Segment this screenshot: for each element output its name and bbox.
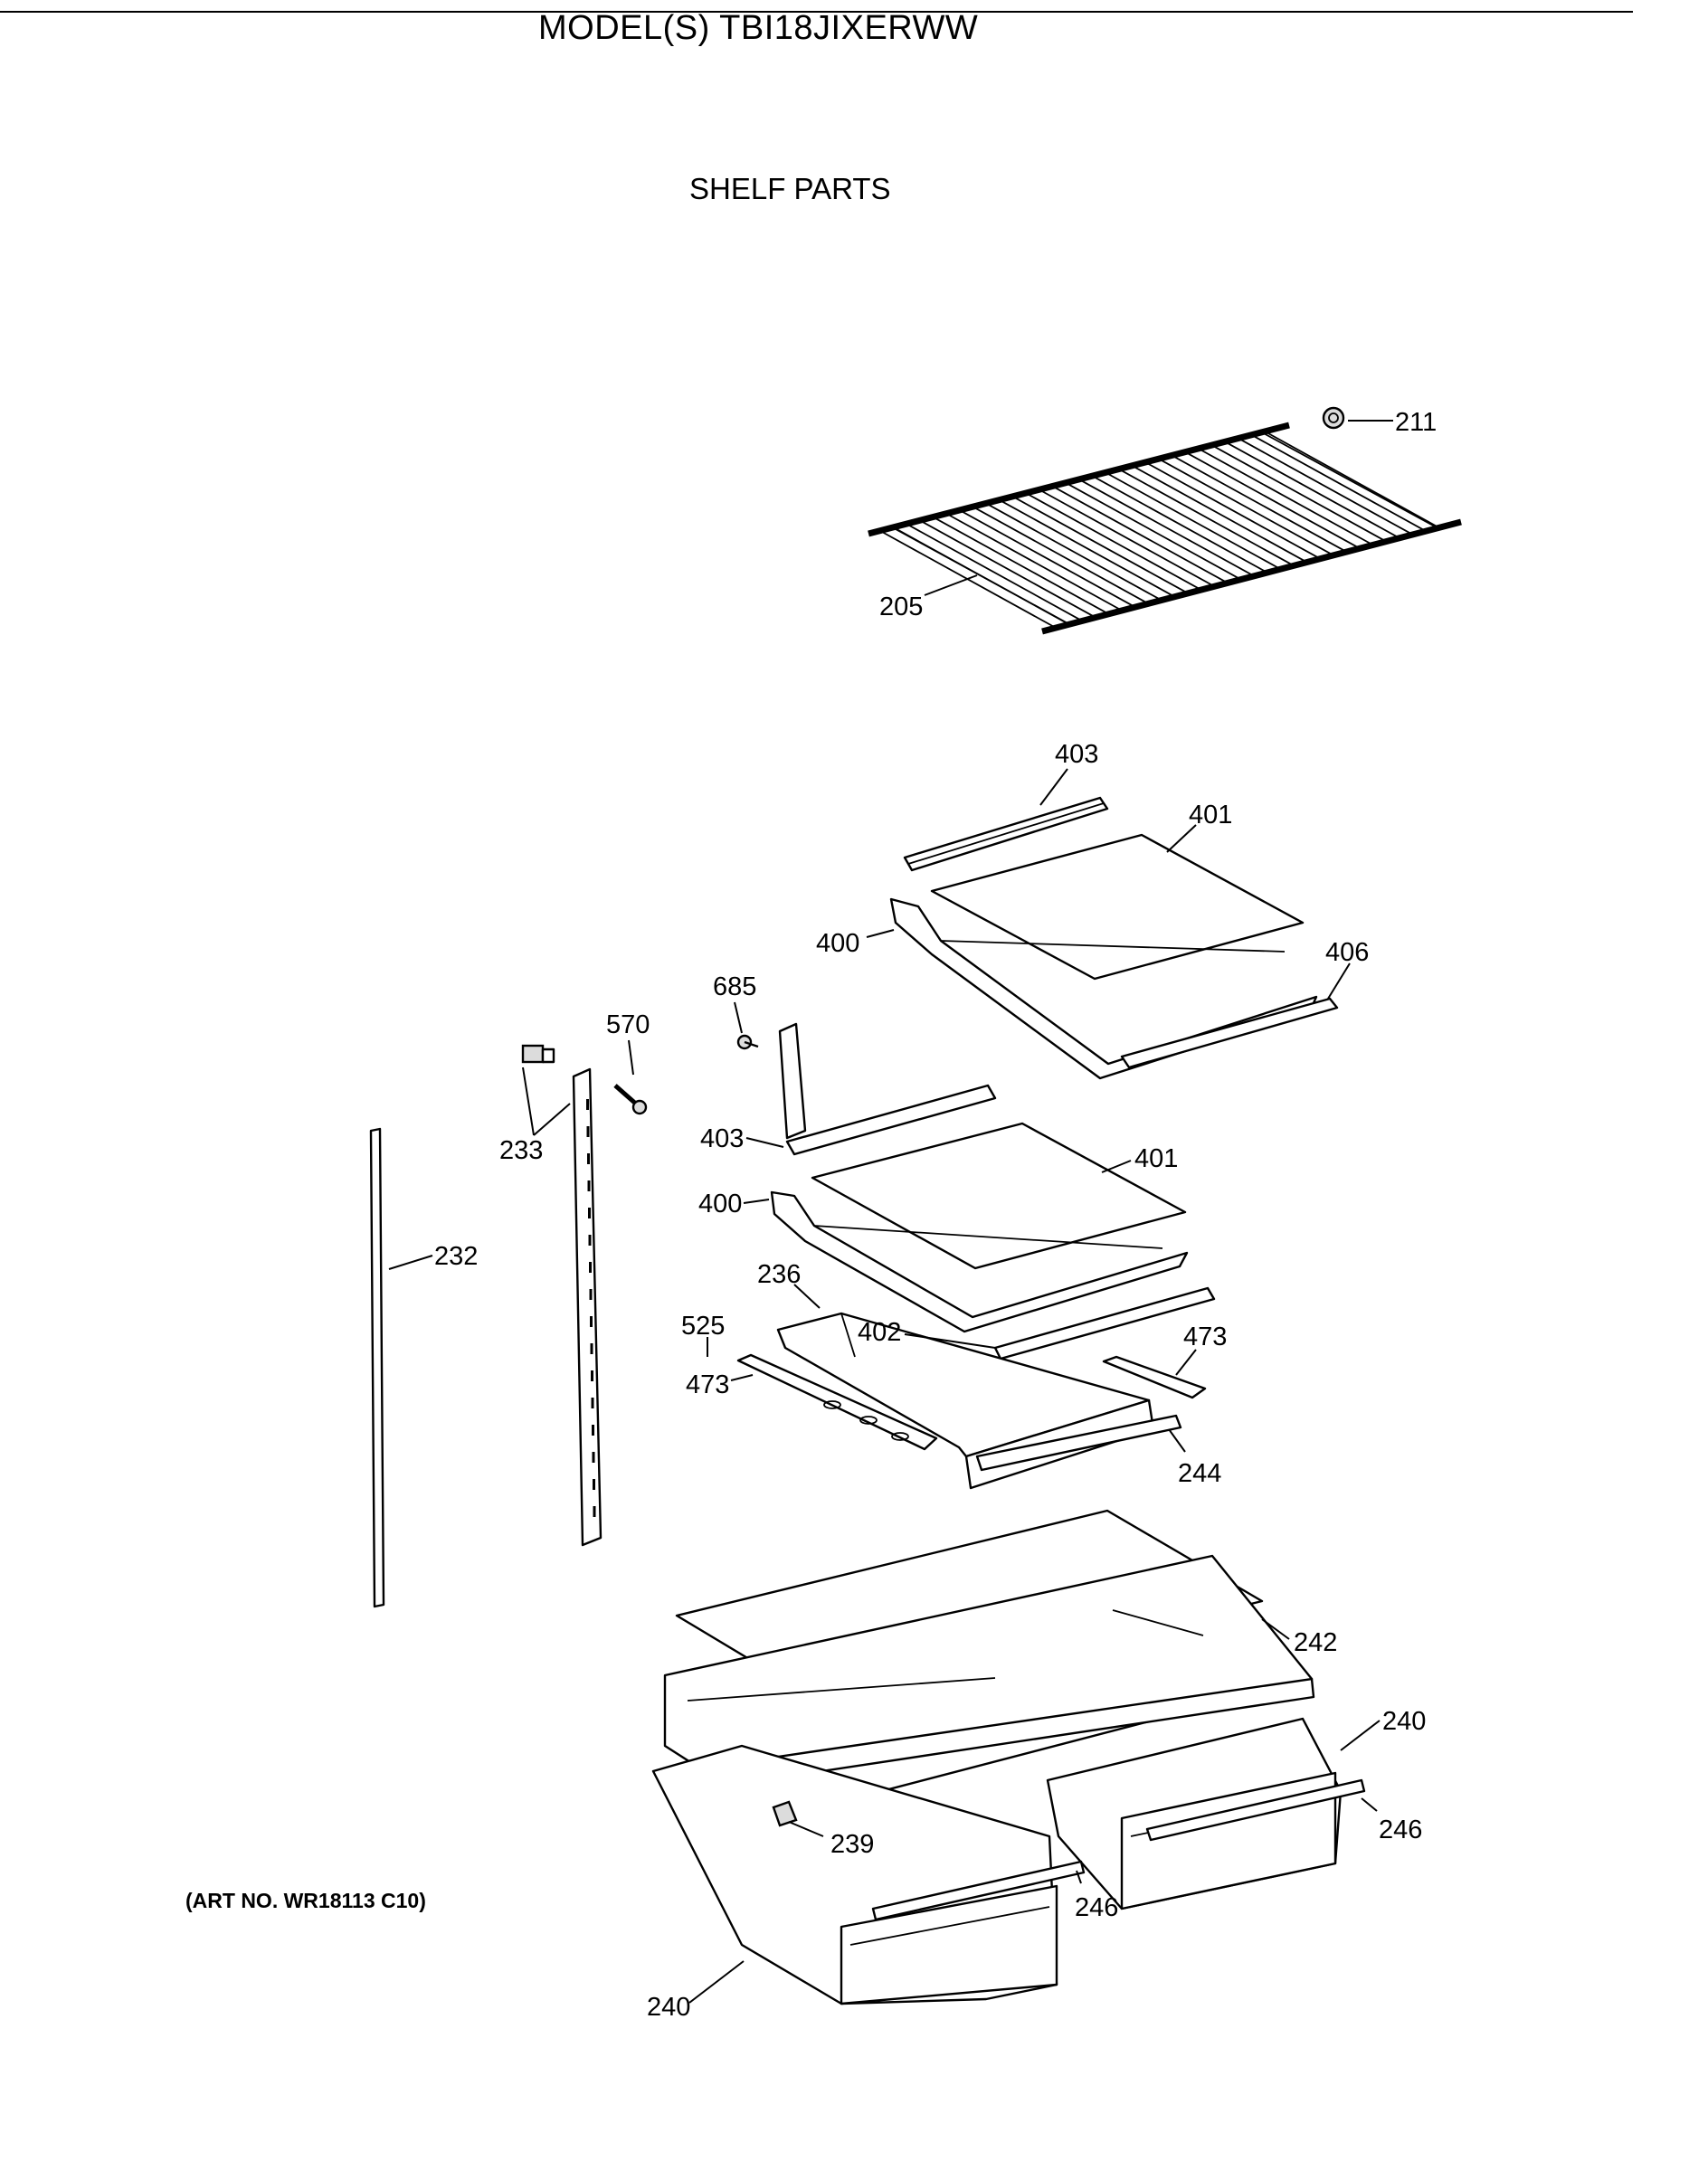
part-473-left-rail <box>736 1353 938 1451</box>
part-401-upper-glass <box>930 833 1305 981</box>
callout-205: 205 <box>879 593 923 621</box>
callout-403: 403 <box>1055 740 1098 769</box>
callout-685: 685 <box>713 972 756 1001</box>
callout-246-right: 246 <box>1379 1815 1422 1844</box>
callout-570: 570 <box>606 1010 650 1039</box>
callout-473-left: 473 <box>686 1370 729 1399</box>
art-number: (ART NO. WR18113 C10) <box>185 1889 426 1912</box>
callout-400-middle: 400 <box>698 1190 742 1218</box>
part-240-right-drawer <box>1046 1717 1343 1910</box>
callout-labels: 211 205 403 401 400 406 685 570 233 403 … <box>434 408 1437 2022</box>
part-401-middle-glass <box>811 1122 1187 1270</box>
callout-239: 239 <box>830 1830 874 1859</box>
part-685-screw <box>736 1034 759 1050</box>
callout-240-right: 240 <box>1382 1707 1426 1736</box>
callout-246-left: 246 <box>1075 1893 1118 1922</box>
callout-240-left: 240 <box>647 1993 690 2022</box>
part-406-upper-front-trim <box>1120 997 1339 1069</box>
part-244-front <box>975 1414 1182 1472</box>
part-403-upper-trim <box>903 796 1109 872</box>
part-242-crisper-cover <box>663 1509 1315 1820</box>
part-232-rail <box>369 1127 385 1608</box>
callout-473-right: 473 <box>1183 1323 1227 1351</box>
part-233-clips <box>521 1044 555 1064</box>
part-570-screw <box>613 1084 648 1115</box>
ladder-bracket-long <box>572 1067 603 1547</box>
model-title: MODEL(S) TBI18JIXERWW <box>538 9 979 47</box>
callout-236: 236 <box>757 1260 801 1289</box>
section-title: SHELF PARTS <box>689 172 891 205</box>
leader-lines <box>388 420 1393 2004</box>
callout-232: 232 <box>434 1242 478 1271</box>
part-211-cap <box>1322 406 1345 430</box>
callout-242: 242 <box>1294 1628 1337 1657</box>
callout-402: 402 <box>858 1318 901 1347</box>
part-400-middle-frame <box>770 1190 1189 1333</box>
callout-233: 233 <box>499 1136 543 1165</box>
top-rule <box>0 11 1633 13</box>
part-246-right-handle <box>1145 1778 1366 1842</box>
callout-401-middle: 401 <box>1134 1144 1178 1173</box>
part-205-wire-shelf <box>868 422 1462 635</box>
callout-400: 400 <box>816 929 859 958</box>
part-403-middle-trim <box>785 1084 997 1156</box>
callout-211: 211 <box>1395 408 1437 437</box>
callout-525: 525 <box>681 1312 725 1341</box>
ladder-bracket-short <box>778 1022 807 1140</box>
callout-403-middle: 403 <box>700 1124 744 1153</box>
part-240-left-drawer <box>651 1744 1058 2005</box>
part-246-left-handle <box>871 1860 1086 1921</box>
callout-401: 401 <box>1189 801 1232 830</box>
callout-406: 406 <box>1325 938 1369 967</box>
part-473-right-rail <box>1102 1355 1207 1399</box>
callout-244: 244 <box>1178 1459 1221 1488</box>
part-402-trim <box>993 1286 1216 1360</box>
part-239-slide <box>772 1800 798 1827</box>
